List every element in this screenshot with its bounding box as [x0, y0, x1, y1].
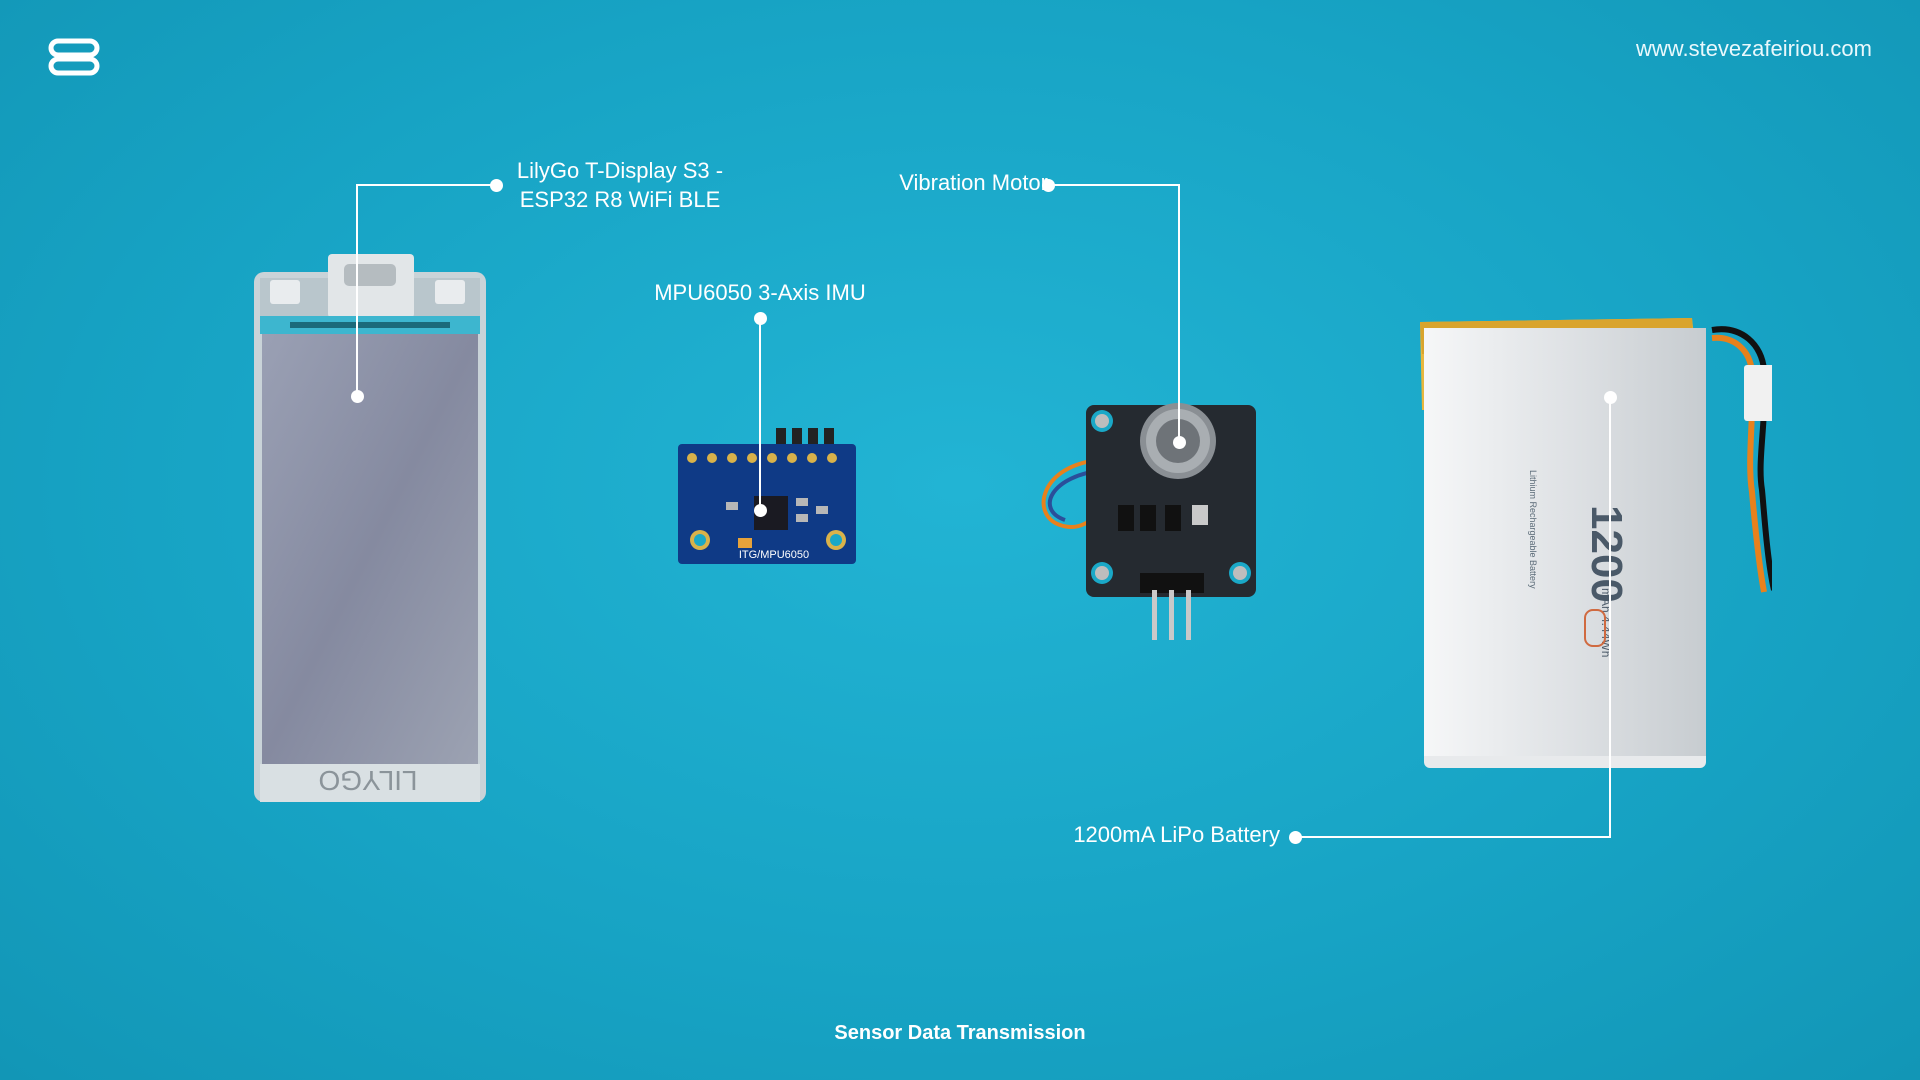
motor-callout-line-v: [1178, 184, 1180, 442]
battery-callout-line-h: [1295, 836, 1611, 838]
lipo-battery: 1200 mAh 4.44Wh Lithium Rechargeable Bat…: [1420, 318, 1772, 768]
imu-label: MPU6050 3-Axis IMU: [654, 280, 866, 305]
mpu-chip-text: ITG/MPU6050: [739, 549, 809, 561]
mpu6050-board: ITG/MPU6050: [678, 428, 856, 564]
caption-title: Sensor Data Transmission: [834, 1022, 1086, 1044]
motor-label: Vibration Motor: [899, 170, 1048, 195]
motor-callout-dot-target: [1172, 435, 1186, 449]
battery-type-text: Lithium Rechargeable Battery: [1528, 470, 1538, 589]
imu-callout-dot-target: [753, 503, 767, 517]
website-url[interactable]: www.stevezafeiriou.com: [1636, 36, 1872, 61]
battery-callout-dot-end: [1288, 830, 1302, 844]
display-label: LilyGo T-Display S3 - ESP32 R8 WiFi BLE: [500, 156, 740, 214]
lilygo-display-board: LILYGO: [254, 254, 486, 802]
battery-label: 1200mA LiPo Battery: [1073, 822, 1280, 847]
display-callout-dot-end: [489, 178, 503, 192]
display-callout-line-v: [356, 184, 358, 396]
display-label-line1: LilyGo T-Display S3 -: [516, 158, 724, 183]
lilygo-brand-text: LILYGO: [318, 765, 417, 796]
display-callout-dot-target: [350, 389, 364, 403]
imu-callout-line-v: [759, 318, 761, 510]
display-callout-line-h: [356, 184, 496, 186]
battery-callout-line-v: [1609, 397, 1611, 837]
battery-capacity-text: 1200: [1582, 505, 1631, 603]
vibration-motor-board: [1041, 403, 1256, 640]
brand-logo-icon: [48, 38, 100, 76]
display-label-line2: ESP32 R8 WiFi BLE: [519, 187, 721, 212]
motor-callout-line-h: [1048, 184, 1180, 186]
